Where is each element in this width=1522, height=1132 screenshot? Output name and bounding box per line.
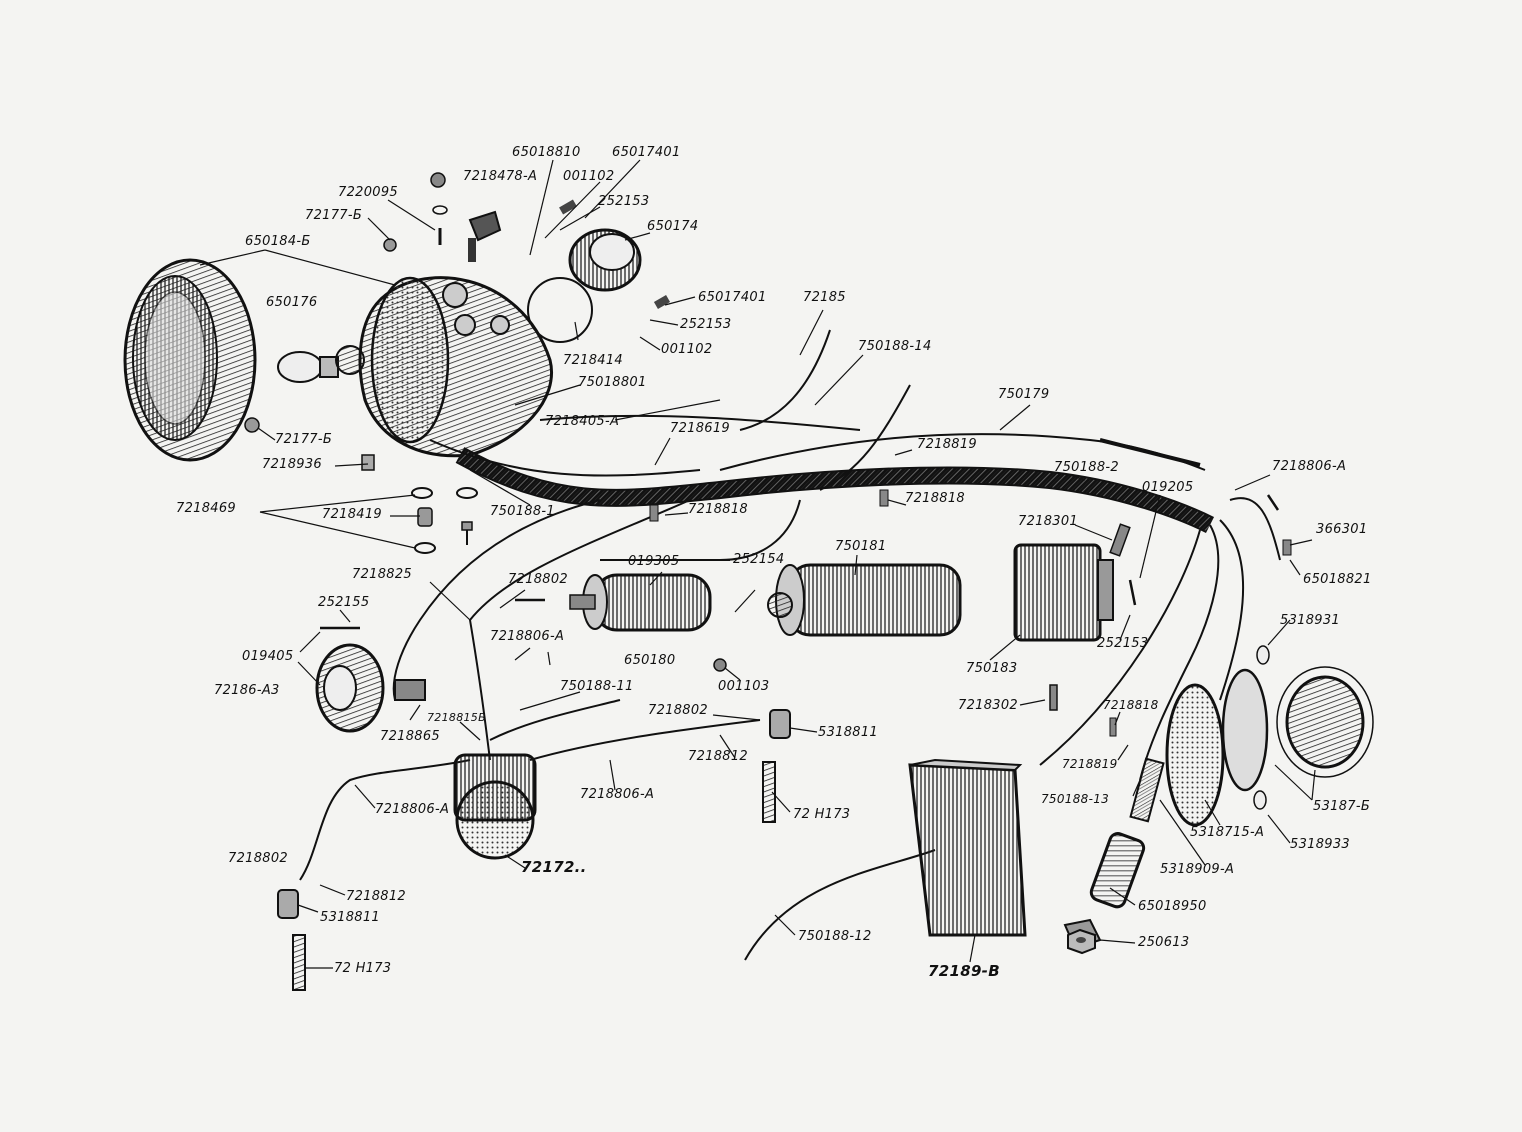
label-5318811-b: 5318811 <box>320 910 380 925</box>
label-252153-c: 252153 <box>1097 636 1149 651</box>
tail-lamp <box>1165 666 1374 827</box>
label-5318931: 5318931 <box>1280 613 1340 628</box>
label-5318933: 5318933 <box>1290 837 1350 852</box>
main-harness <box>429 329 1281 781</box>
battery <box>908 758 1027 937</box>
horn <box>315 643 426 733</box>
label-7218619: 7218619 <box>670 421 730 436</box>
label-7218815b: 7218815Б <box>427 711 486 724</box>
label-7218818-c: 7218818 <box>1103 698 1159 712</box>
headlight-housing <box>358 276 553 458</box>
label-750181: 750181 <box>835 539 887 554</box>
label-7218812-b: 7218812 <box>346 889 406 904</box>
label-65018950: 65018950 <box>1138 899 1207 914</box>
label-72186-a3: 72186-А3 <box>214 683 280 698</box>
label-7218818: 7218818 <box>905 491 965 506</box>
label-53187-b: 53187-Б <box>1313 799 1371 814</box>
label-7220095: 7220095 <box>338 185 398 200</box>
brake-switch <box>1063 645 1270 950</box>
label-750183: 750183 <box>966 661 1018 676</box>
label-7218819-b: 7218819 <box>1062 757 1118 771</box>
label-250613: 250613 <box>1138 935 1190 950</box>
label-7218865: 7218865 <box>380 729 440 744</box>
label-72172: 72172.. <box>521 858 587 876</box>
ignition-switch <box>383 172 671 309</box>
label-750179: 750179 <box>998 387 1050 402</box>
label-7218802: 7218802 <box>508 572 568 587</box>
label-001102: 001102 <box>563 169 615 184</box>
label-750188-14: 750188-14 <box>858 339 932 354</box>
label-7218806-a-2: 7218806-А <box>490 629 565 644</box>
left-branch-wiring <box>299 499 936 961</box>
label-7218806-a-3: 7218806-А <box>580 787 655 802</box>
label-7218414: 7218414 <box>563 353 623 368</box>
ignition-coil <box>569 573 712 632</box>
label-750188-12: 750188-12 <box>798 929 872 944</box>
label-650174: 650174 <box>647 219 699 234</box>
label-65017401: 65017401 <box>612 145 681 160</box>
spark-plugs <box>277 709 791 991</box>
label-65018810: 65018810 <box>512 145 581 160</box>
label-72h173-b: 72 Н173 <box>334 961 392 976</box>
label-7218806-a-4: 7218806-А <box>375 802 450 817</box>
label-7218812: 7218812 <box>688 749 748 764</box>
label-5318909-a: 5318909-А <box>1160 862 1235 877</box>
nut <box>1067 928 1096 955</box>
label-252155: 252155 <box>318 595 370 610</box>
label-019405: 019405 <box>242 649 294 664</box>
label-019305: 019305 <box>628 554 680 569</box>
label-750188-1: 750188-1 <box>490 504 555 519</box>
speedometer <box>527 228 642 343</box>
headlight-bulb <box>277 345 365 383</box>
label-5318715-a: 5318715-А <box>1190 825 1265 840</box>
label-7218478-a: 7218478-А <box>463 169 538 184</box>
label-7218405-a: 7218405-А <box>545 414 620 429</box>
headlight-rim <box>123 258 257 462</box>
label-72177-b: 72177-Б <box>305 208 363 223</box>
label-7218806-a: 7218806-А <box>1272 459 1347 474</box>
label-366301: 366301 <box>1316 522 1368 537</box>
label-750188-11: 750188-11 <box>560 679 634 694</box>
label-65017401-b: 65017401 <box>698 290 767 305</box>
label-75018801: 75018801 <box>578 375 647 390</box>
label-650184-b: 650184-Б <box>245 234 311 249</box>
label-252153: 252153 <box>598 194 650 209</box>
label-7218301: 7218301 <box>1018 514 1078 529</box>
label-72177-b-2: 72177-Б <box>275 432 333 447</box>
label-7218936: 7218936 <box>262 457 322 472</box>
label-7218802-b: 7218802 <box>648 703 708 718</box>
label-72189-b: 72189-В <box>928 962 1000 980</box>
label-001103: 001103 <box>718 679 770 694</box>
label-7218818-a: 7218818 <box>688 502 748 517</box>
label-7218825: 7218825 <box>352 567 412 582</box>
label-72h173: 72 Н173 <box>793 807 851 822</box>
label-72185: 72185 <box>803 290 846 305</box>
label-019205: 019205 <box>1142 480 1194 495</box>
label-750188-13: 750188-13 <box>1041 792 1110 806</box>
label-7218302: 7218302 <box>958 698 1018 713</box>
voltage-regulator <box>1013 543 1114 642</box>
label-7218802-c: 7218802 <box>228 851 288 866</box>
distributor <box>453 753 537 860</box>
label-252154: 252154 <box>733 552 785 567</box>
small-hardware <box>244 417 1292 737</box>
label-650180: 650180 <box>624 653 676 668</box>
label-7218469: 7218469 <box>176 501 236 516</box>
label-001102-b: 001102 <box>661 342 713 357</box>
label-65018821: 65018821 <box>1303 572 1372 587</box>
label-252153-b: 252153 <box>680 317 732 332</box>
generator <box>767 563 962 637</box>
label-7218819: 7218819 <box>917 437 977 452</box>
label-650176: 650176 <box>266 295 318 310</box>
label-7218419: 7218419 <box>322 507 382 522</box>
leader-lines <box>199 159 1316 969</box>
label-5318811: 5318811 <box>818 725 878 740</box>
label-750188-2: 750188-2 <box>1054 460 1119 475</box>
